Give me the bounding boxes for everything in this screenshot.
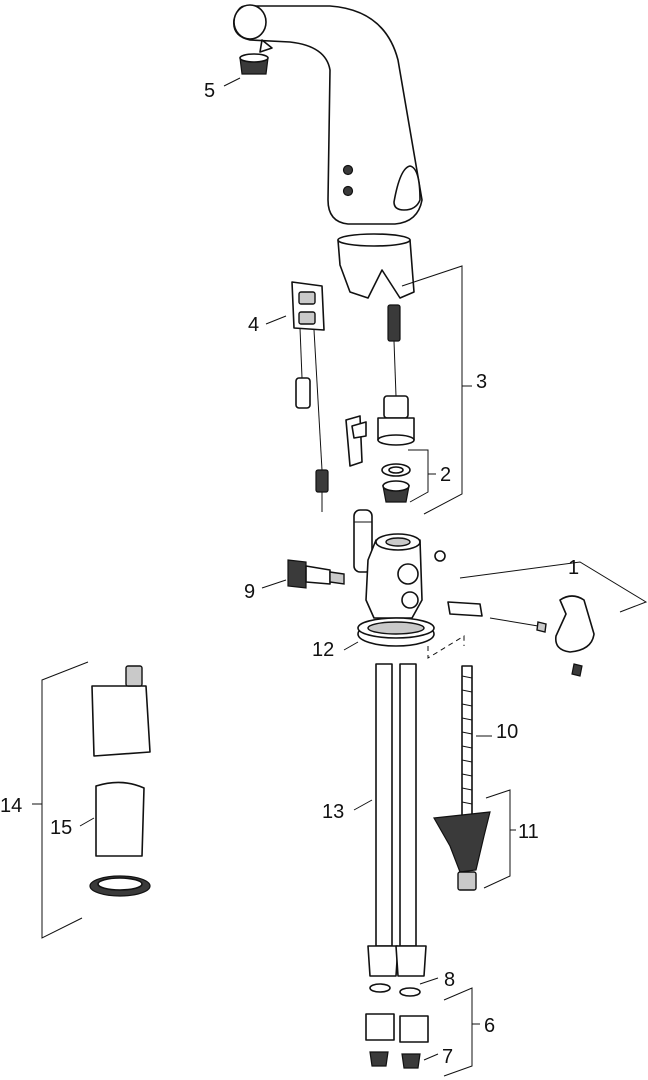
- label-2: 2: [440, 464, 451, 486]
- battery-part-15: [95, 781, 145, 857]
- label-13: 13: [322, 801, 344, 823]
- base-ring-part-12: [357, 617, 435, 647]
- battery-box-part-14: [91, 665, 151, 757]
- label-15: 15: [50, 817, 72, 839]
- solenoid-valve: [377, 304, 415, 446]
- label-4: 4: [248, 314, 259, 336]
- handle-part-1: [447, 595, 595, 677]
- fixing-nut-part-11: [433, 811, 491, 891]
- mounting-sleeve: [337, 233, 415, 299]
- label-5: 5: [204, 80, 215, 102]
- label-12: 12: [312, 639, 334, 661]
- spout-body: [233, 4, 423, 225]
- threaded-rod-part-10: [461, 665, 473, 817]
- valve-body: [365, 533, 446, 619]
- thermo-cartridge: [353, 509, 373, 573]
- supply-hoses-part-13: [367, 663, 427, 977]
- label-10: 10: [496, 721, 518, 743]
- label-9: 9: [244, 581, 255, 603]
- sensor-module-part-4: [291, 281, 329, 512]
- label-3: 3: [476, 371, 487, 393]
- label-6: 6: [484, 1015, 495, 1037]
- label-1: 1: [568, 557, 579, 579]
- aerator-part-5: [239, 53, 269, 75]
- part-number-labels: 5 4 3 2 9 1 12 10 11 13 14 15 8 6 7: [0, 80, 579, 1068]
- check-valve-part-9: [287, 559, 345, 589]
- label-11: 11: [518, 821, 539, 843]
- filter-seal-part-2: [381, 463, 411, 503]
- label-14: 14: [0, 795, 22, 817]
- valve-clip: [345, 415, 367, 467]
- leader-lines: [32, 77, 648, 1077]
- battery-cover: [89, 875, 151, 897]
- label-8: 8: [444, 969, 455, 991]
- label-7: 7: [442, 1046, 453, 1068]
- connection-parts-6-7-8: [365, 983, 429, 1069]
